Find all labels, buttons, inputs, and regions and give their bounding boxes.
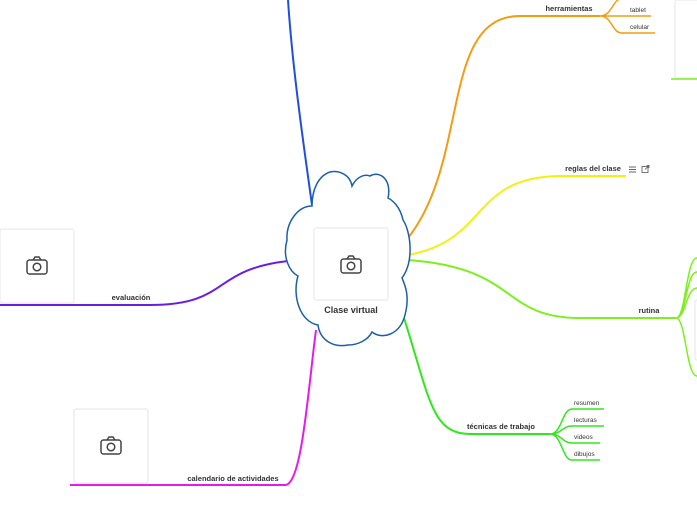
- branch-line-calendario: [70, 329, 317, 486]
- branch-line-top: [287, 0, 313, 206]
- topic-tecnicas-de-trabajo[interactable]: técnicas de trabajo: [467, 422, 535, 431]
- sub-line-rutina: [675, 257, 697, 377]
- topic-herramientas[interactable]: herramientas: [545, 4, 592, 13]
- subtopic-celular[interactable]: celular: [630, 24, 650, 31]
- notes-icon[interactable]: [629, 166, 636, 173]
- subtopic-tablet[interactable]: tablet: [630, 7, 646, 14]
- subtopic-resumen[interactable]: resumen: [574, 400, 600, 407]
- link-icon[interactable]: [641, 165, 650, 173]
- subtopic-dibujos[interactable]: dibujos: [574, 451, 595, 458]
- branch-line-reglas: [407, 175, 626, 256]
- camera-icon: [26, 256, 48, 275]
- image-box-partial: [674, 0, 697, 79]
- image-box-evaluacion: [0, 228, 75, 304]
- branch-line-tecnicas: [403, 317, 550, 435]
- central-label: Clase virtual: [324, 305, 378, 315]
- camera-icon: [340, 255, 362, 274]
- branch-line-rutina: [407, 259, 676, 319]
- subtopic-videos[interactable]: videos: [574, 434, 594, 441]
- subtopic-lecturas[interactable]: lecturas: [574, 417, 598, 424]
- topic-calendario-de-actividades[interactable]: calendario de actividades: [187, 474, 278, 483]
- sub-line-tecnicas: [549, 408, 604, 461]
- branch-line-herramientas: [407, 15, 600, 239]
- topic-rutina[interactable]: rutina: [639, 306, 661, 315]
- topic-evaluacion[interactable]: evaluación: [112, 293, 151, 302]
- central-image-box: [313, 227, 389, 301]
- topic-reglas-del-clase[interactable]: reglas del clase: [565, 164, 621, 173]
- branch-line-evaluacion: [0, 260, 289, 306]
- sub-line-herramientas: [599, 0, 655, 34]
- image-box-calendario: [73, 408, 149, 484]
- camera-icon: [100, 436, 122, 455]
